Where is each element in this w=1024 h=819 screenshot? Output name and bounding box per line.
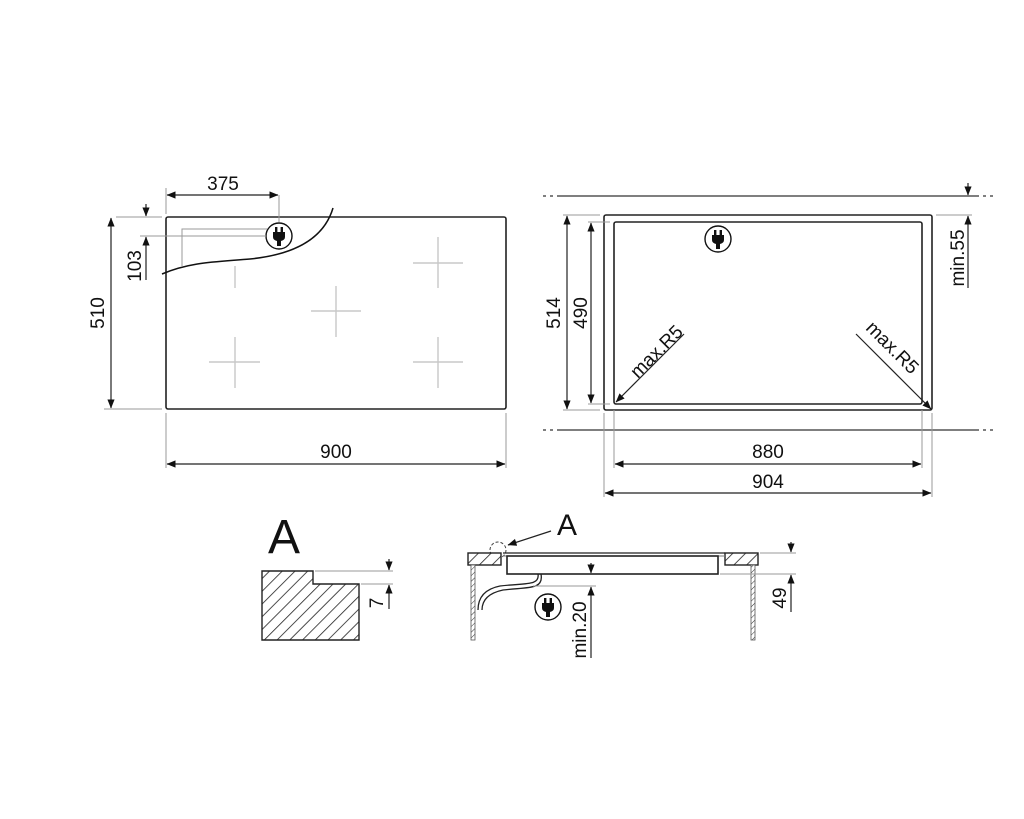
detail-a-label: A: [268, 511, 300, 564]
cutout-view: 514 490 max.R5 max.R5 min.55 880 904: [543, 183, 993, 497]
cutaway-curve: [161, 207, 334, 275]
section-view: A min.20 49: [467, 509, 796, 659]
cabinet-wall-right: [750, 564, 756, 641]
worktop-right: [724, 552, 759, 566]
dim-inner-width: 880: [752, 442, 784, 463]
power-cable: [477, 573, 539, 611]
worktop-left: [467, 552, 502, 566]
dim-width: 900: [320, 442, 352, 463]
power-plug-icon: [534, 593, 562, 621]
hob-body: [506, 555, 719, 575]
dim-step-height: 7: [367, 598, 388, 609]
dim-depth: 510: [88, 297, 109, 329]
dim-plug-offset-y: 103: [125, 250, 146, 282]
zone-marker-center: [311, 286, 361, 337]
dim-outer-width: 904: [752, 472, 784, 493]
zone-marker-rear-right: [413, 237, 463, 288]
dim-min-back-clearance: min.55: [948, 229, 969, 286]
dim-height: 49: [770, 587, 791, 608]
hob-outline: [165, 216, 507, 410]
dim-outer-depth: 514: [544, 297, 565, 329]
power-plug-icon: [704, 225, 732, 253]
corner-radius-left: max.R5: [627, 322, 688, 383]
cooking-zone-markers: [209, 237, 463, 388]
dim-plug-offset-x: 375: [207, 174, 239, 195]
dim-min-clearance-below: min.20: [570, 601, 591, 658]
dim-inner-depth: 490: [571, 297, 592, 329]
detail-a: A 7: [261, 511, 393, 641]
cabinet-wall-left: [470, 564, 476, 641]
cutout-inner: [613, 221, 923, 405]
zone-marker-front-right: [413, 337, 463, 388]
cutout-outer: [603, 214, 933, 411]
detail-a-section: [261, 570, 360, 641]
power-plug-icon: [265, 222, 293, 250]
top-view: 375 103 510 900: [88, 174, 507, 468]
zone-marker-front-left: [209, 337, 260, 388]
section-callout-label: A: [557, 509, 577, 542]
